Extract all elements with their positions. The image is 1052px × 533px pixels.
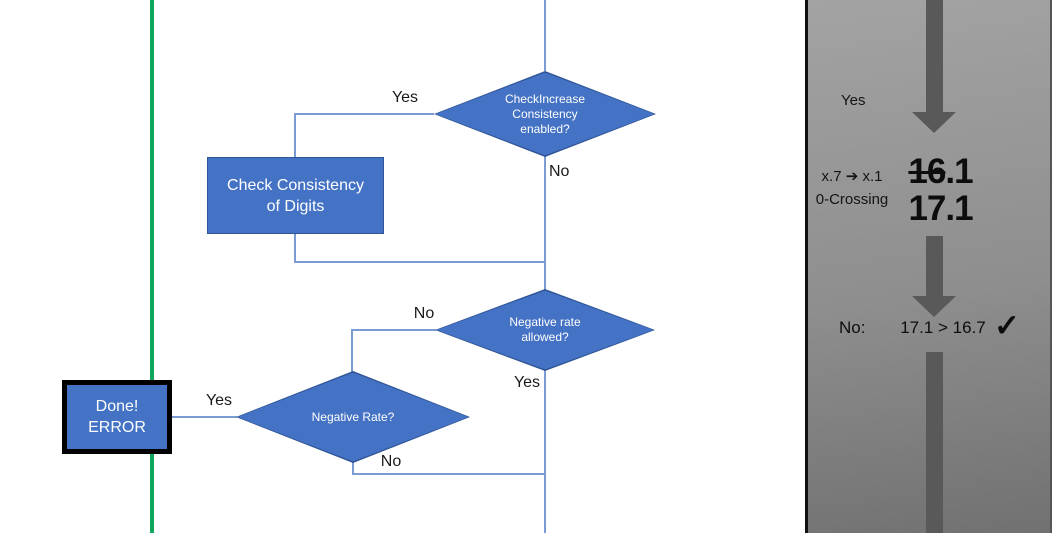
label-diamond2-no: No — [413, 305, 435, 322]
check-no-label: No: — [839, 318, 866, 337]
diamond3-label: Negative Rate? — [311, 409, 395, 424]
connector-process1-return — [294, 261, 545, 263]
down-arrow-1-shaft — [926, 0, 943, 113]
decision-negative-rate-allowed: Negative rate allowed? — [435, 289, 655, 371]
panel-yes-label: Yes — [841, 92, 866, 109]
connector-diamond2-no — [351, 329, 436, 331]
zero-crossing-annotation: x.7 ➔ x.1 0-Crossing — [815, 168, 889, 208]
connector-diamond1-no — [544, 156, 546, 290]
value-comparison-numbers: 16.1 17.1 — [893, 153, 988, 227]
check-comparison-text: 17.1 > 16.7 — [900, 318, 986, 337]
label-diamond3-yes: Yes — [205, 392, 233, 409]
checkmark-icon: ✓ — [994, 308, 1020, 343]
terminator-done-error: Done! ERROR — [62, 380, 172, 454]
diamond1-label: CheckIncrease Consistency enabled? — [504, 91, 586, 136]
label-diamond2-yes: Yes — [513, 374, 541, 391]
down-arrow-2-shaft — [926, 236, 943, 297]
connector-diamond3-no-down — [352, 462, 354, 474]
annotation-panel: Yes x.7 ➔ x.1 0-Crossing 16.1 17.1 No: 1… — [805, 0, 1052, 533]
down-arrow-3-shaft — [926, 352, 943, 533]
old-value: 16.1 — [893, 153, 988, 190]
decision-negative-rate: Negative Rate? — [236, 371, 470, 463]
diamond2-label: Negative rate allowed? — [509, 315, 581, 344]
process-check-consistency-of-digits: Check Consistency of Digits — [207, 157, 384, 234]
label-diamond1-no: No — [549, 163, 570, 180]
connector-diamond3-yes — [172, 416, 237, 418]
old-value-rest: .1 — [945, 152, 973, 191]
connector-into-diamond3 — [351, 329, 353, 372]
down-arrow-1-head-icon — [912, 112, 956, 133]
decision-check-increase-consistency: CheckIncrease Consistency enabled? — [434, 71, 656, 157]
label-diamond3-no: No — [380, 453, 402, 470]
old-value-struck: 16 — [908, 152, 946, 191]
down-arrow-2-head-icon — [912, 296, 956, 317]
green-divider-line — [150, 0, 154, 533]
connector-diamond2-yes-down — [544, 370, 546, 533]
label-diamond1-yes: Yes — [391, 89, 419, 106]
connector-top-into-diamond1 — [544, 0, 546, 71]
connector-diamond3-no-return — [352, 473, 545, 475]
connector-diamond1-yes — [294, 113, 434, 115]
new-value: 17.1 — [908, 189, 973, 228]
